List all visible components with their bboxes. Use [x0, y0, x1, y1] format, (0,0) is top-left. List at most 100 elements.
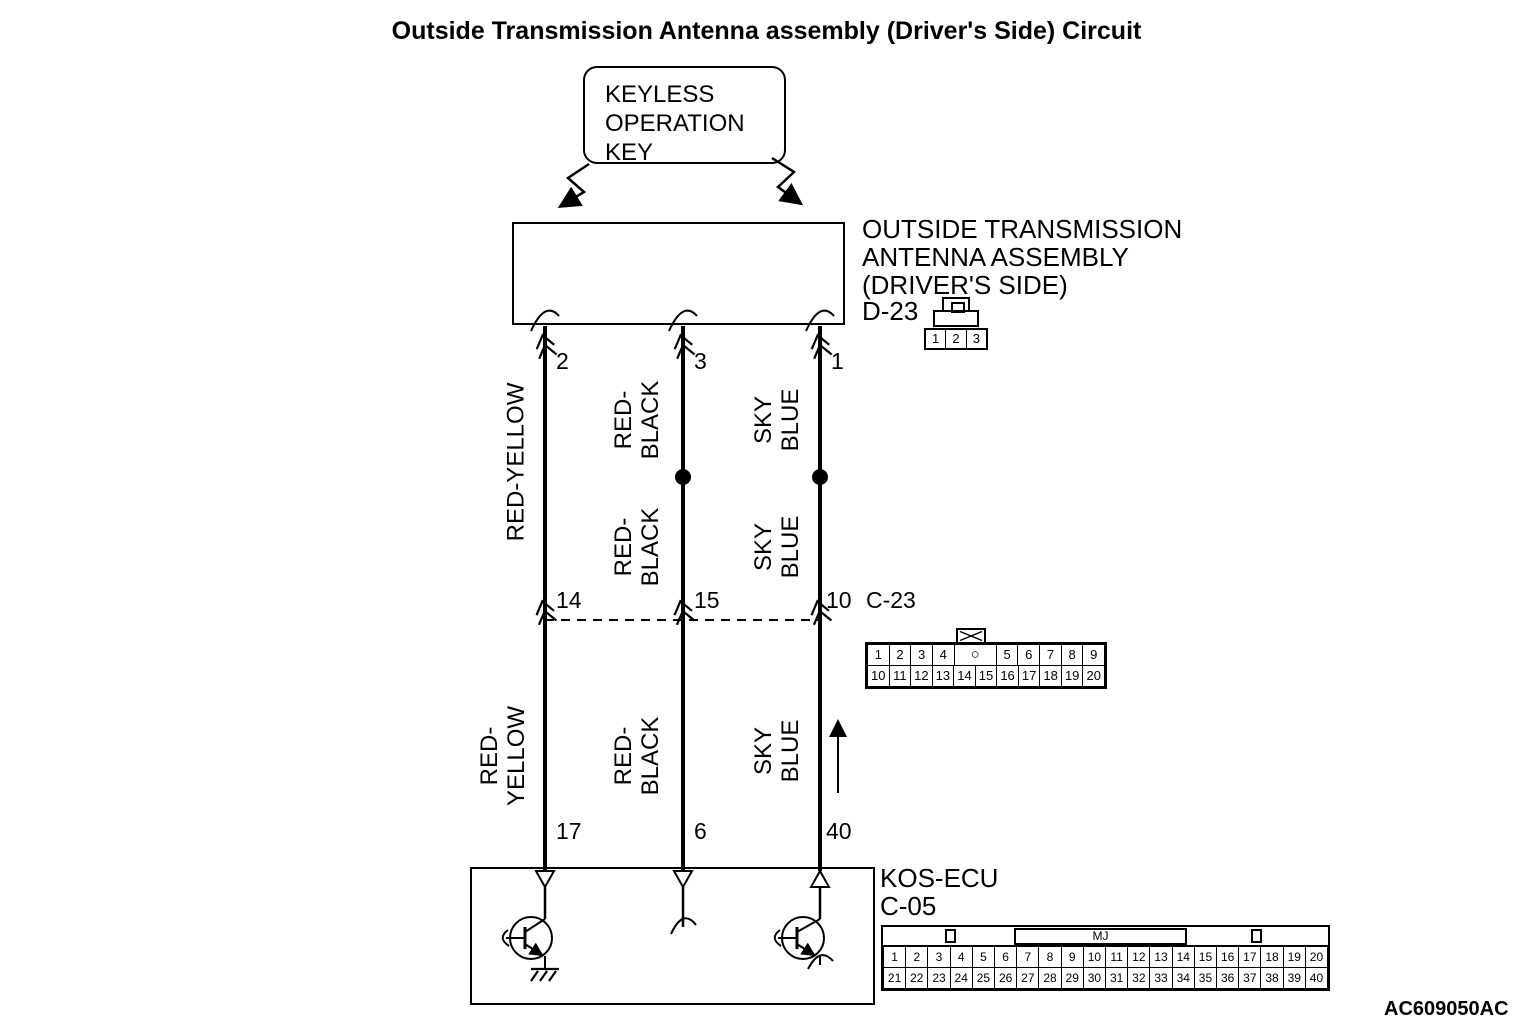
- c05-pin-cell: 14: [1171, 946, 1195, 968]
- c05-pin-cell: 26: [994, 967, 1018, 989]
- c05-pin-cell: 19: [1282, 946, 1306, 968]
- keyless-operation-key-box: KEYLESS OPERATION KEY: [583, 66, 786, 166]
- wire-pin-number: 40: [826, 818, 852, 844]
- c23-pin-cell: 14: [953, 665, 976, 687]
- c05-pin-cell: 8: [1038, 946, 1062, 968]
- c05-pin-cell: 7: [1016, 946, 1040, 968]
- c23-pin-cell: 2: [888, 644, 912, 666]
- wire-color-label: RED- BLACK: [610, 716, 664, 796]
- wire-pin-number: 6: [694, 818, 707, 844]
- c23-pin-cell: 13: [931, 665, 955, 687]
- wire-pin-number: 2: [556, 348, 569, 374]
- c05-pin-cell: 6: [994, 946, 1018, 968]
- wire-color-label: RED- BLACK: [610, 380, 664, 460]
- antenna-assembly-label: OUTSIDE TRANSMISSION ANTENNA ASSEMBLY (D…: [862, 214, 1183, 300]
- c05-pin-cell: 4: [949, 946, 973, 968]
- d23-pin-cell: 1: [925, 329, 947, 349]
- d23-pin-cell: 2: [945, 329, 967, 349]
- c23-connector-label: C-23: [866, 587, 916, 613]
- c23-key-tab-icon: [956, 628, 986, 644]
- d23-connector-tab: [942, 297, 970, 313]
- c23-pin-cell: 3: [910, 644, 933, 666]
- c23-pin-cell: 6: [1017, 644, 1041, 666]
- c05-pin-cell: 18: [1260, 946, 1284, 968]
- c05-pin-cell: 27: [1016, 967, 1040, 989]
- kos-ecu-connector-label: C-05: [880, 891, 937, 921]
- page-title: Outside Transmission Antenna assembly (D…: [391, 17, 1142, 45]
- c23-pin-cell: 12: [910, 665, 933, 687]
- c23-pin-cell: 15: [974, 665, 998, 687]
- c23-pin-cell: 5: [995, 644, 1019, 666]
- wire-color-label: SKY BLUE: [750, 719, 804, 783]
- c23-pin-cell: 7: [1039, 644, 1062, 666]
- twisted-wire-mark-icon: [535, 333, 833, 360]
- c05-pin-cell: 9: [1060, 946, 1084, 968]
- c05-slot-icon: [1251, 929, 1262, 943]
- kos-ecu-name: KOS-ECU: [880, 863, 999, 893]
- c23-pin-cell: 11: [888, 665, 912, 687]
- c05-connector-top: MJ: [883, 927, 1328, 946]
- c05-pin-cell: 21: [883, 967, 907, 989]
- c05-pin-cell: 33: [1149, 967, 1173, 989]
- radio-wave-left-icon: [557, 162, 590, 208]
- c05-pin-cell: 3: [927, 946, 951, 968]
- wire-pin-number: 3: [694, 348, 707, 374]
- c05-pin-cell: 31: [1105, 967, 1129, 989]
- c05-pin-cell: 36: [1216, 967, 1240, 989]
- c05-pin-cell: 32: [1127, 967, 1151, 989]
- c05-pin-cell: 35: [1193, 967, 1218, 989]
- c05-pin-cell: 15: [1193, 946, 1218, 968]
- wire-pin-number: 10: [826, 587, 852, 613]
- c05-pin-cell: 24: [949, 967, 973, 989]
- c23-pin-cell: ○: [953, 644, 997, 666]
- c05-pin-cell: 13: [1149, 946, 1173, 968]
- c05-pin-cell: 34: [1171, 967, 1195, 989]
- c23-pin-cell: 1: [867, 644, 890, 666]
- c05-pin-cell: 30: [1082, 967, 1107, 989]
- antenna-connector-label: D-23: [862, 296, 919, 326]
- c05-pin-cell: 5: [971, 946, 996, 968]
- c23-pin-cell: 9: [1082, 644, 1106, 666]
- c05-pin-cell: 20: [1304, 946, 1329, 968]
- c05-pin-cell: 11: [1105, 946, 1129, 968]
- wire-pin-number: 1: [831, 348, 844, 374]
- c05-slot-icon: [945, 929, 956, 943]
- wire-color-label: RED- YELLOW: [476, 705, 530, 807]
- c05-pin-cell: 16: [1216, 946, 1240, 968]
- c05-pin-cell: 39: [1282, 967, 1306, 989]
- c05-pin-cell: 2: [905, 946, 929, 968]
- c05-pin-cell: 29: [1060, 967, 1084, 989]
- kos-ecu-box: [470, 867, 875, 1005]
- wire-color-label: SKY BLUE: [750, 388, 804, 452]
- c23-pin-cell: 4: [931, 644, 955, 666]
- c23-pin-cell: 8: [1060, 644, 1084, 666]
- c05-pin-cell: 40: [1304, 967, 1329, 989]
- c23-pin-cell: 18: [1039, 665, 1062, 687]
- c23-pin-cell: 20: [1082, 665, 1106, 687]
- diagram-code: AC609050AC: [1384, 998, 1509, 1020]
- c23-pin-cell: 19: [1060, 665, 1084, 687]
- mj-junction-label: MJ: [1014, 928, 1187, 945]
- wire-color-label: RED-YELLOW: [502, 382, 530, 542]
- c23-pin-cell: 16: [996, 665, 1019, 687]
- c05-pin-cell: 37: [1238, 967, 1262, 989]
- d23-pin-cell: 3: [965, 329, 987, 349]
- c05-pin-cell: 28: [1038, 967, 1062, 989]
- wire-pin-number: 17: [556, 818, 582, 844]
- c05-pin-cell: 17: [1238, 946, 1262, 968]
- keyless-operation-key-label: KEYLESS OPERATION KEY: [605, 81, 745, 166]
- c05-pin-cell: 12: [1127, 946, 1151, 968]
- antenna-assembly-box: [512, 222, 845, 325]
- wire-pin-number: 15: [694, 587, 720, 613]
- wire-pin-number: 14: [556, 587, 582, 613]
- c23-pin-cell: 10: [867, 665, 890, 687]
